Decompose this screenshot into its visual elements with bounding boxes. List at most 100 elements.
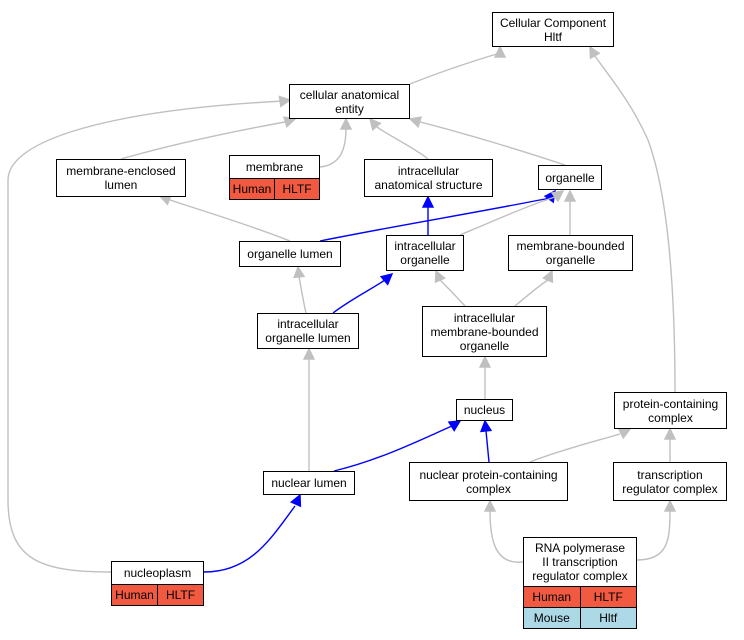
arrowhead — [302, 347, 316, 360]
node-nuclear-protein-containing-complex[interactable]: nuclear protein-containing complex — [409, 462, 568, 501]
arrowhead — [617, 428, 632, 440]
edge-cae-to-cc — [409, 45, 507, 85]
edge-line — [319, 127, 347, 168]
gene-name: Hltf — [579, 608, 636, 628]
arrowhead — [493, 45, 507, 58]
edge-line — [439, 279, 466, 307]
arrowhead — [563, 189, 577, 202]
edge-line — [332, 279, 386, 314]
edge-line — [203, 505, 296, 573]
node-membrane-enclosed-lumen[interactable]: membrane-enclosed lumen — [56, 159, 186, 197]
species-row-mouse: Mouse Hltf — [524, 607, 636, 628]
edge-membrane-to-cae — [319, 117, 353, 168]
species-name: Mouse — [524, 608, 580, 628]
edge-mbo-to-organelle — [563, 189, 577, 235]
arrowhead — [278, 95, 292, 108]
arrowhead — [550, 190, 565, 203]
node-nucleus[interactable]: nucleus — [456, 399, 513, 421]
arrowhead — [663, 427, 677, 440]
edge-line — [319, 197, 551, 242]
edge-iol-to-io — [332, 272, 394, 314]
edge-np-to-nl — [203, 493, 302, 573]
arrowhead — [289, 493, 302, 508]
node-intracellular-anatomical-structure[interactable]: intracellular anatomical structure — [364, 159, 493, 197]
edge-line — [409, 52, 501, 85]
node-rna-polymerase-ii-label: RNA polymerase II transcription regulato… — [532, 541, 628, 583]
edge-iol-to-ol — [293, 265, 307, 314]
edge-line — [7, 100, 284, 573]
node-membrane[interactable]: membrane Human HLTF — [229, 155, 320, 200]
arrowhead — [379, 272, 394, 286]
node-cellular-component[interactable]: Cellular Component Hltf — [492, 12, 614, 47]
arrowhead — [663, 499, 677, 512]
edge-nl-to-nucleus — [333, 420, 462, 472]
node-nucleoplasm-label: nucleoplasm — [123, 566, 192, 580]
edge-line — [459, 196, 556, 236]
edge-pcc-to-cc — [589, 45, 676, 393]
node-intracellular-organelle-lumen[interactable]: intracellular organelle lumen — [257, 313, 359, 349]
edge-rna-to-npcc — [483, 499, 524, 563]
node-organelle[interactable]: organelle — [538, 165, 602, 190]
gene-name: HLTF — [157, 585, 203, 605]
edge-npcc-to-pcc — [529, 428, 632, 463]
species-name: Human — [230, 179, 274, 199]
edge-mel-to-cae — [120, 116, 297, 160]
edge-np-to-cae — [7, 95, 292, 573]
species-row-human: Human HLTF — [112, 584, 203, 605]
edge-nl-to-iol — [302, 347, 316, 471]
edge-line — [514, 279, 549, 307]
arrowhead — [589, 45, 601, 60]
arrowhead — [479, 419, 493, 433]
edge-ol-to-mel — [158, 194, 291, 242]
edge-line — [636, 510, 671, 561]
arrowhead — [483, 499, 497, 512]
edge-line — [333, 425, 453, 472]
edge-line — [298, 275, 307, 314]
node-rna-polymerase-ii-complex[interactable]: RNA polymerase II transcription regulato… — [523, 537, 637, 629]
edge-trc-to-pcc — [663, 427, 677, 462]
edge-imbo-to-io — [434, 269, 466, 307]
arrowhead — [293, 265, 306, 279]
node-protein-containing-complex[interactable]: protein-containing complex — [614, 392, 727, 429]
species-name: Human — [524, 587, 580, 607]
gene-name: HLTF — [579, 587, 636, 607]
node-cellular-anatomical-entity[interactable]: cellular anatomical entity — [289, 84, 410, 119]
edge-ol-to-organelle — [319, 189, 556, 242]
species-row-human: Human HLTF — [524, 586, 636, 607]
edge-npcc-to-nucleus — [479, 419, 493, 463]
edge-rna-to-trc — [636, 499, 677, 561]
node-transcription-regulator-complex[interactable]: transcription regulator complex — [613, 462, 727, 501]
node-membrane-bounded-organelle[interactable]: membrane-bounded organelle — [508, 235, 633, 271]
node-intracellular-organelle[interactable]: intracellular organelle — [386, 235, 464, 271]
arrowhead — [408, 116, 423, 128]
edge-organelle-to-cae — [408, 116, 566, 166]
edge-line — [594, 55, 676, 393]
arrowhead — [542, 269, 554, 284]
node-membrane-label: membrane — [245, 160, 304, 174]
edge-line — [489, 510, 524, 563]
edge-line — [169, 199, 291, 242]
node-organelle-lumen[interactable]: organelle lumen — [239, 241, 341, 267]
gene-name: HLTF — [274, 179, 319, 199]
species-name: Human — [112, 585, 157, 605]
species-row-human: Human HLTF — [230, 178, 319, 199]
arrowhead — [421, 195, 435, 208]
arrowhead — [447, 420, 462, 432]
edge-line — [485, 430, 490, 463]
arrowhead — [368, 117, 382, 132]
arrowhead — [478, 355, 492, 368]
arrowhead — [434, 269, 446, 284]
node-intracellular-membrane-bounded-organelle[interactable]: intracellular membrane-bounded organelle — [422, 306, 547, 357]
edge-nucleus-to-imbo — [478, 355, 492, 399]
edge-line — [376, 126, 429, 160]
edge-line — [529, 433, 621, 463]
edge-line — [419, 121, 566, 166]
node-nuclear-lumen[interactable]: nuclear lumen — [263, 471, 355, 495]
edge-io-to-organelle — [459, 190, 565, 236]
edge-imbo-to-mbo — [514, 269, 554, 307]
arrowhead — [339, 117, 353, 130]
edge-line — [120, 121, 286, 160]
node-nucleoplasm[interactable]: nucleoplasm Human HLTF — [111, 561, 204, 606]
